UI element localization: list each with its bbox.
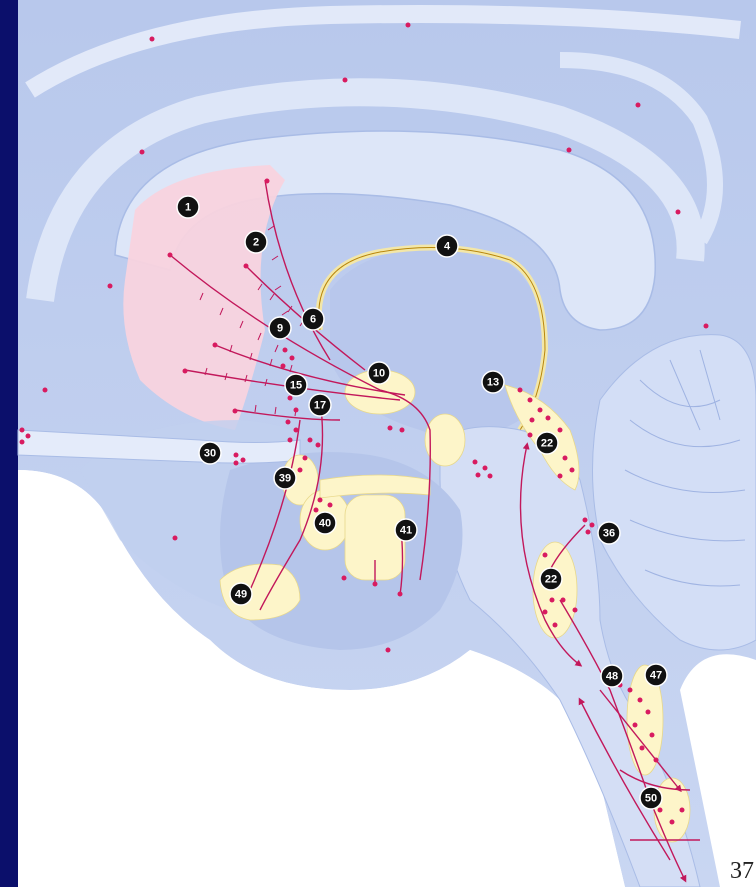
- label-badge-6: 6: [302, 308, 324, 330]
- label-badge-22: 22: [536, 432, 558, 454]
- label-badge-text: 9: [277, 323, 283, 335]
- label-badge-text: 39: [279, 473, 291, 485]
- label-badge-49: 49: [230, 583, 252, 605]
- label-badge-text: 48: [606, 671, 618, 683]
- label-badge-text: 50: [645, 793, 657, 805]
- label-badge-text: 40: [319, 518, 331, 530]
- label-badge-1: 1: [177, 196, 199, 218]
- label-badge-47: 47: [645, 664, 667, 686]
- label-badge-22: 22: [540, 568, 562, 590]
- label-badge-text: 13: [487, 377, 499, 389]
- label-badge-text: 41: [400, 525, 412, 537]
- label-badge-2: 2: [245, 231, 267, 253]
- label-badge-41: 41: [395, 519, 417, 541]
- label-badge-4: 4: [436, 235, 458, 257]
- label-badge-text: 22: [545, 574, 557, 586]
- label-badge-text: 6: [310, 314, 316, 326]
- label-badge-15: 15: [285, 374, 307, 396]
- label-badge-30: 30: [199, 442, 221, 464]
- label-badge-13: 13: [482, 371, 504, 393]
- label-badge-36: 36: [598, 522, 620, 544]
- label-badge-10: 10: [368, 362, 390, 384]
- label-badge-9: 9: [269, 317, 291, 339]
- label-badge-text: 4: [444, 241, 451, 253]
- label-badge-text: 10: [373, 368, 385, 380]
- slide-number: 37: [730, 858, 754, 885]
- label-badge-text: 36: [603, 528, 615, 540]
- label-badge-text: 22: [541, 438, 553, 450]
- label-badge-39: 39: [274, 467, 296, 489]
- label-badge-text: 2: [253, 237, 259, 249]
- nucleus-thalamic: [425, 414, 465, 466]
- label-badge-50: 50: [640, 787, 662, 809]
- label-badge-40: 40: [314, 512, 336, 534]
- label-badge-text: 30: [204, 448, 216, 460]
- label-badge-48: 48: [601, 665, 623, 687]
- label-badge-17: 17: [309, 394, 331, 416]
- label-badge-text: 15: [290, 380, 302, 392]
- label-badge-text: 49: [235, 589, 247, 601]
- label-badge-text: 1: [185, 202, 191, 214]
- label-badge-text: 17: [314, 400, 326, 412]
- label-badge-text: 47: [650, 670, 662, 682]
